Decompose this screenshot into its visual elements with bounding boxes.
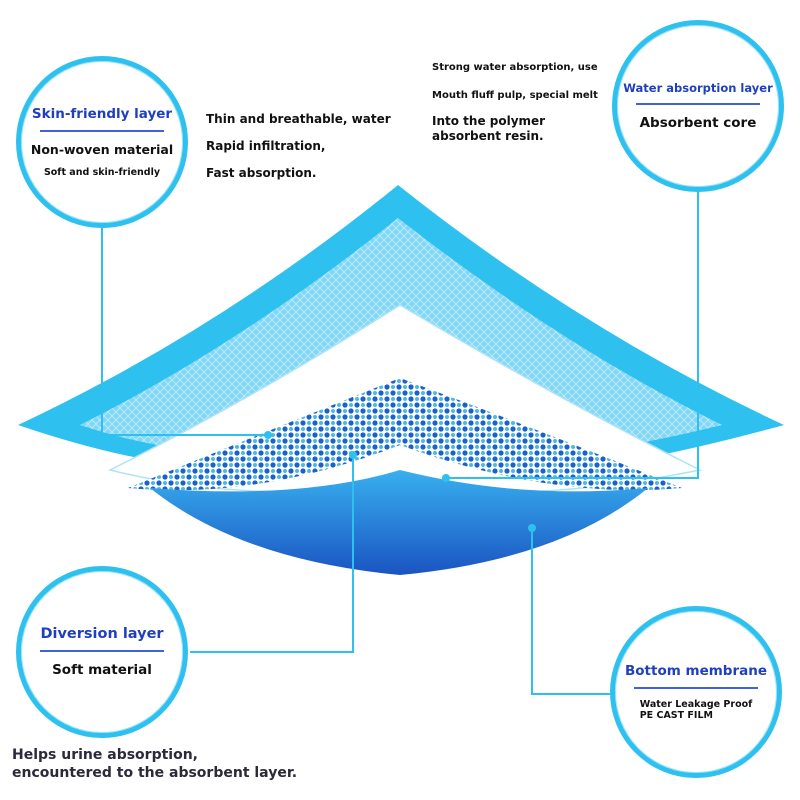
bottom-membrane-note-line: PE CAST FILM <box>639 710 713 721</box>
diversion-layer-shape <box>128 378 682 491</box>
skin-friendly-note: Soft and skin-friendly <box>43 167 161 178</box>
water-absorption-subtitle: Absorbent core <box>639 115 757 131</box>
connector-dot-bottom <box>528 524 536 532</box>
description-line: Fast absorption. <box>206 166 317 180</box>
bottom-membrane-title: Bottom membrane <box>624 663 767 679</box>
water-absorption-divider <box>636 103 760 105</box>
skin-friendly-divider <box>40 130 164 132</box>
diversion-description: Helps urine absorption, encountered to t… <box>12 746 297 782</box>
diversion-callout: Diversion layer Soft material <box>16 566 188 738</box>
bottom-membrane-note-line: Water Leakage Proof <box>639 699 753 710</box>
connector-dot-diversion <box>349 451 357 459</box>
connector-dots <box>264 431 536 532</box>
skin-friendly-subtitle: Non-woven material <box>30 142 174 157</box>
description-line: Into the polymer <box>432 114 546 128</box>
connector-bottom <box>531 528 612 695</box>
diversion-subtitle: Soft material <box>52 662 152 678</box>
skin-friendly-callout: Skin-friendly layer Non-woven material S… <box>16 56 188 228</box>
description-line: encountered to the absorbent layer. <box>12 765 298 781</box>
bottom-membrane-note: Water Leakage Proof PE CAST FILM <box>640 699 753 721</box>
connector-core <box>446 185 699 479</box>
connector-skin <box>101 225 268 436</box>
connector-dot-core <box>442 474 450 482</box>
description-line: Helps urine absorption, <box>12 747 198 763</box>
skin-friendly-description: Thin and breathable, water Rapid infiltr… <box>206 106 391 187</box>
water-absorption-description: Strong water absorption, use Mouth fluff… <box>432 60 598 144</box>
bottom-membrane-divider <box>634 687 758 689</box>
water-absorption-callout: Water absorption layer Absorbent core <box>612 20 784 192</box>
description-line: Thin and breathable, water <box>206 112 391 126</box>
description-line: Mouth fluff pulp, special melt <box>432 90 598 101</box>
description-line: absorbent resin. <box>432 129 544 143</box>
skin-friendly-title: Skin-friendly layer <box>31 106 173 122</box>
connector-lines <box>101 185 699 695</box>
connector-diversion <box>190 455 354 653</box>
diversion-divider <box>40 650 164 652</box>
water-absorption-title: Water absorption layer <box>623 81 773 95</box>
bottom-membrane-shape <box>150 470 648 575</box>
description-line: Rapid infiltration, <box>206 139 326 153</box>
bottom-membrane-callout: Bottom membrane Water Leakage Proof PE C… <box>610 606 782 778</box>
diversion-title: Diversion layer <box>40 626 164 642</box>
connector-dot-skin <box>264 431 272 439</box>
description-line: Strong water absorption, use <box>432 62 598 73</box>
